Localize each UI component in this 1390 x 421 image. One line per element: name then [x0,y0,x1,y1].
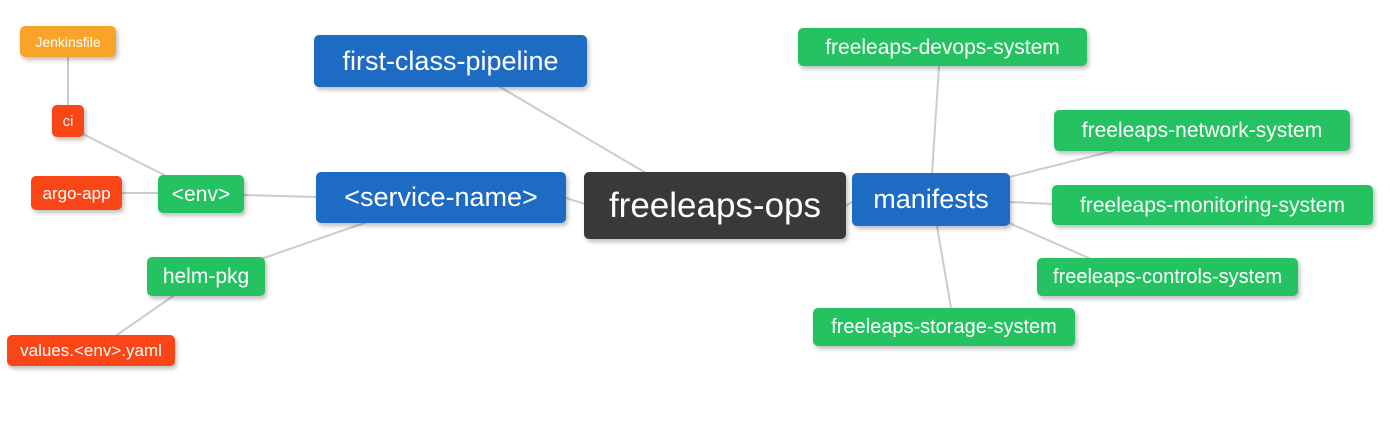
edge-manifests--freeleaps-controls-system [1008,222,1092,260]
node-freeleaps-devops-system[interactable]: freeleaps-devops-system [798,28,1087,66]
node-helm-pkg[interactable]: helm-pkg [147,257,265,296]
edge-first-class-pipeline--freeleaps-ops [499,86,647,174]
node-ci[interactable]: ci [52,105,84,137]
node-freeleaps-storage-system[interactable]: freeleaps-storage-system [813,308,1075,346]
edge-manifests--freeleaps-storage-system [936,225,952,309]
edge-freeleaps-ops--manifests [845,200,854,207]
node-service-name[interactable]: <service-name> [316,172,566,223]
node-argo-app[interactable]: argo-app [31,176,122,210]
node-freeleaps-ops[interactable]: freeleaps-ops [584,172,846,239]
edge-env--service-name [243,194,317,198]
edge-helm-pkg--service-name [260,221,368,260]
node-jenkinsfile[interactable]: Jenkinsfile [20,26,116,57]
node-values-env-yaml[interactable]: values.<env>.yaml [7,335,175,366]
node-freeleaps-controls-system[interactable]: freeleaps-controls-system [1037,258,1298,296]
node-freeleaps-monitoring-system[interactable]: freeleaps-monitoring-system [1052,185,1373,225]
edge-manifests--freeleaps-monitoring-system [1009,201,1054,205]
node-env[interactable]: <env> [158,175,244,213]
edge-manifests--freeleaps-devops-system [931,65,940,175]
edge-service-name--freeleaps-ops [565,197,586,205]
node-first-class-pipeline[interactable]: first-class-pipeline [314,35,587,87]
node-freeleaps-network-system[interactable]: freeleaps-network-system [1054,110,1350,151]
node-manifests[interactable]: manifests [852,173,1010,226]
edge-values-env-yaml--helm-pkg [116,295,174,336]
edge-manifests--freeleaps-network-system [1008,150,1114,178]
edge-ci--env [80,132,173,180]
